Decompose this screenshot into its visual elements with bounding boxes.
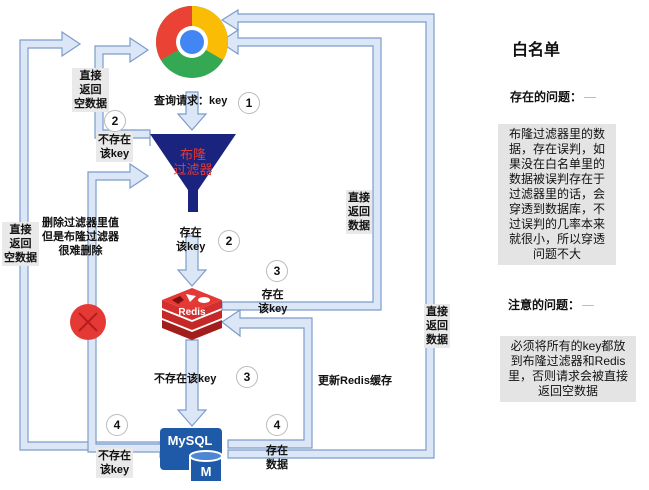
label-delete-note: 删除过滤器里值 但是布隆过滤器 很难删除: [42, 217, 119, 257]
step-3b: 3: [236, 366, 258, 388]
label-direct-return-data-2: 直接 返回 数据: [424, 304, 450, 348]
label-return-empty-2: 直接 返回 空数据: [2, 222, 39, 266]
mysql-label: MySQL: [167, 433, 213, 448]
redis-label: Redis: [178, 307, 206, 318]
problems-heading-text: 存在的问题：: [510, 90, 583, 104]
notes-heading: 注意的问题：: [508, 296, 595, 313]
problems-heading-rule: [584, 97, 597, 99]
red-x-circle-icon: [70, 304, 106, 340]
bloom-filter-funnel: [150, 134, 236, 212]
step-4b: 4: [266, 414, 288, 436]
problems-heading: 存在的问题：: [510, 88, 597, 105]
label-direct-return-data-1: 直接 返回 数据: [346, 190, 372, 234]
notes-text: 必须将所有的key都放 到布隆过滤器和Redis 里，否则请求会被直接 返回空数…: [500, 336, 636, 402]
step-2a: 2: [104, 110, 126, 132]
step-2b: 2: [218, 230, 240, 252]
label-exist-data: 存在 数据: [266, 445, 288, 471]
panel-title: 白名单: [512, 42, 561, 59]
redis-icon: [162, 288, 222, 340]
update-redis-path: [220, 308, 313, 449]
delete-path: [87, 162, 166, 458]
label-not-exist-key-3: 不存在 该key: [96, 448, 133, 478]
filter-label: 布隆 过滤器: [173, 147, 213, 177]
mysql-badge: M: [200, 464, 212, 479]
label-return-empty-1: 直接 返回 空数据: [72, 68, 109, 112]
label-query-request: 查询请求：key: [154, 95, 228, 107]
arrow-redis-to-mysql: [176, 339, 208, 427]
return-path-redis: [218, 28, 382, 311]
arrow-browser-to-filter: [176, 91, 208, 131]
return-path-outer-left: [19, 30, 161, 458]
notes-heading-text: 注意的问题：: [508, 298, 581, 312]
problems-text: 布隆过滤器里的数 据，存在误判，如 果没在白名单里的 数据被误判存在于 过滤器里…: [498, 124, 616, 265]
step-4a: 4: [106, 414, 128, 436]
step-1: 1: [238, 92, 260, 114]
label-not-exist-key-1: 不存在 该key: [96, 132, 133, 162]
label-not-exist-key-2: 不存在该key: [154, 373, 217, 385]
notes-heading-rule: [582, 305, 595, 307]
mysql-icon: [160, 428, 223, 483]
step-3a: 3: [266, 260, 288, 282]
label-exist-key-2: 存在 该key: [258, 289, 288, 315]
arrow-filter-to-redis: [176, 235, 208, 287]
return-path-mysql: [220, 8, 435, 459]
label-exist-key-1: 存在 该key: [176, 227, 206, 253]
label-update-redis: 更新Redis缓存: [318, 375, 392, 387]
chrome-icon: [155, 5, 229, 78]
